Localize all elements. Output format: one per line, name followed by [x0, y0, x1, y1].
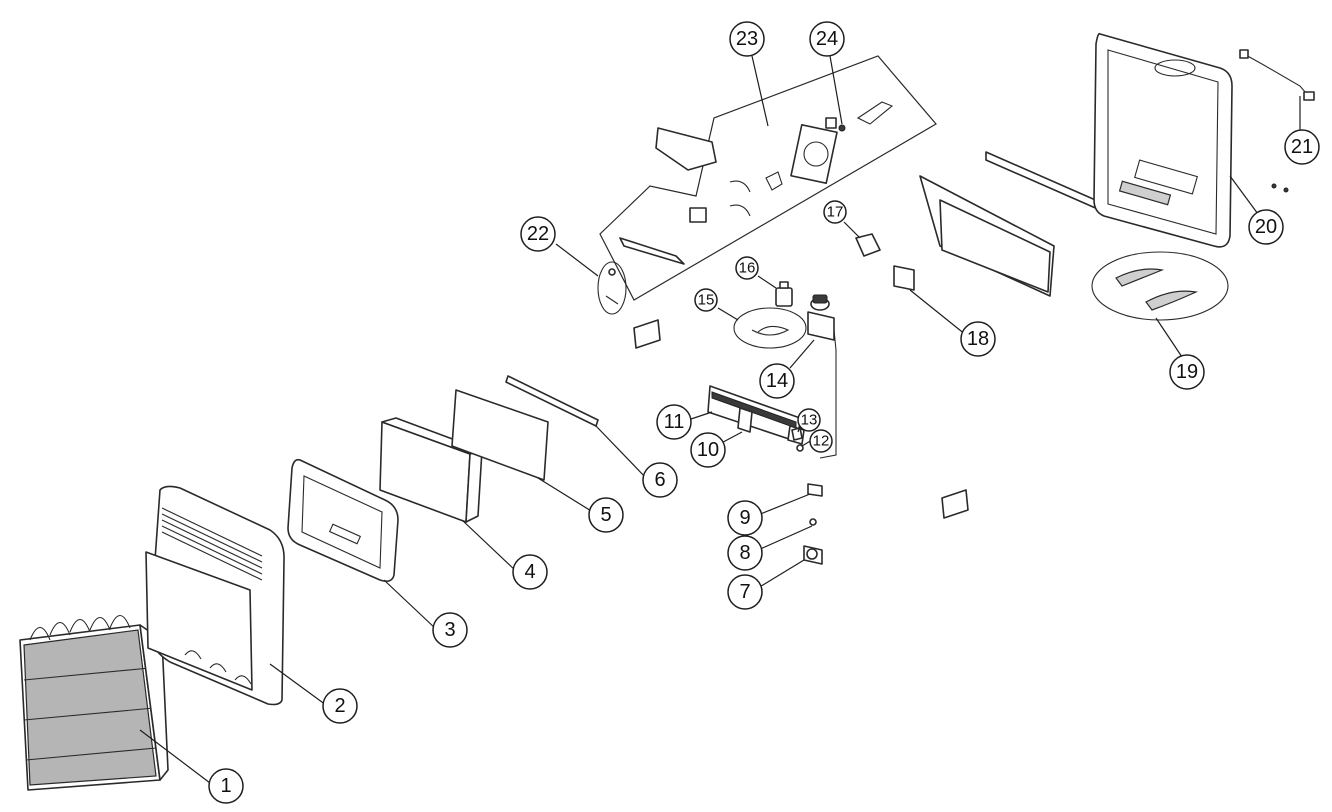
svg-text:8: 8 [739, 542, 750, 564]
part-9-bracket [807, 483, 823, 497]
svg-text:19: 19 [1176, 361, 1198, 383]
part-8-nut [809, 518, 817, 526]
callout-1: 1 [208, 768, 244, 804]
svg-text:17: 17 [827, 204, 844, 221]
callout-3: 3 [432, 612, 468, 648]
screws [1271, 183, 1289, 193]
svg-text:20: 20 [1255, 216, 1277, 238]
part-14-gas-valve [807, 294, 837, 459]
svg-text:4: 4 [524, 561, 535, 583]
callout-4: 4 [512, 554, 548, 590]
callout-5: 5 [588, 497, 624, 533]
callout-8: 8 [727, 535, 763, 571]
svg-text:16: 16 [739, 260, 756, 277]
callout-10: 10 [690, 432, 726, 468]
svg-text:24: 24 [816, 28, 838, 50]
callout-14: 14 [759, 363, 795, 399]
callout-17: 17 [823, 200, 847, 224]
part-18-switch-plate [893, 265, 915, 291]
svg-text:22: 22 [527, 223, 549, 245]
part-16-knob [775, 281, 793, 307]
part-7-regulator [803, 545, 823, 565]
callout-2: 2 [322, 688, 358, 724]
callout-15: 15 [694, 288, 718, 312]
svg-text:23: 23 [736, 28, 758, 50]
part-24-fan-knob [825, 117, 846, 132]
callout-6: 6 [642, 462, 678, 498]
svg-text:11: 11 [664, 411, 685, 433]
part-1-radiant-grille [19, 614, 169, 791]
part-3-glass-frame [287, 458, 399, 582]
callout-22: 22 [520, 216, 556, 252]
part-21-probe [1239, 49, 1315, 101]
svg-text:9: 9 [739, 507, 750, 529]
callout-23: 23 [729, 21, 765, 57]
svg-text:6: 6 [654, 469, 665, 491]
svg-text:14: 14 [766, 370, 788, 392]
callout-9: 9 [727, 500, 763, 536]
part-5-ceramic-panel [451, 389, 549, 481]
heat-shield [919, 151, 1101, 297]
callout-11: 11 [656, 404, 692, 440]
part-2-front-cabinet [145, 485, 285, 706]
part-22-hardware [597, 261, 627, 315]
leader-lines [139, 55, 1301, 787]
callout-21: 21 [1284, 129, 1320, 165]
svg-text:5: 5 [600, 504, 611, 526]
svg-text:1: 1 [220, 775, 231, 797]
front-cabinet-vents [161, 507, 263, 581]
svg-text:18: 18 [967, 328, 989, 350]
callout-19: 19 [1169, 354, 1205, 390]
svg-text:21: 21 [1291, 136, 1313, 158]
part-15-thermocouple [733, 307, 807, 349]
callout-7: 7 [727, 574, 763, 610]
mounting-bracket-right [941, 489, 969, 519]
svg-text:12: 12 [813, 433, 830, 450]
svg-text:2: 2 [334, 695, 345, 717]
callout-18: 18 [960, 321, 996, 357]
svg-text:15: 15 [698, 292, 715, 309]
callout-13: 13 [797, 408, 821, 432]
svg-text:3: 3 [444, 619, 455, 641]
part-12-fitting [796, 444, 804, 452]
part-20-back-cabinet [1093, 32, 1233, 248]
part-19-feet [1091, 251, 1229, 321]
part-17-bracket [855, 233, 881, 257]
callout-24: 24 [809, 21, 845, 57]
mounting-bracket-left [633, 319, 661, 349]
svg-text:10: 10 [697, 439, 719, 461]
svg-text:13: 13 [801, 412, 818, 429]
part-11-burner [707, 385, 805, 445]
callout-16: 16 [735, 256, 759, 280]
svg-text:7: 7 [739, 581, 750, 603]
callout-20: 20 [1248, 209, 1284, 245]
part-13-injector [791, 427, 803, 441]
callout-12: 12 [809, 429, 833, 453]
part-23-blower-kit [599, 55, 937, 301]
